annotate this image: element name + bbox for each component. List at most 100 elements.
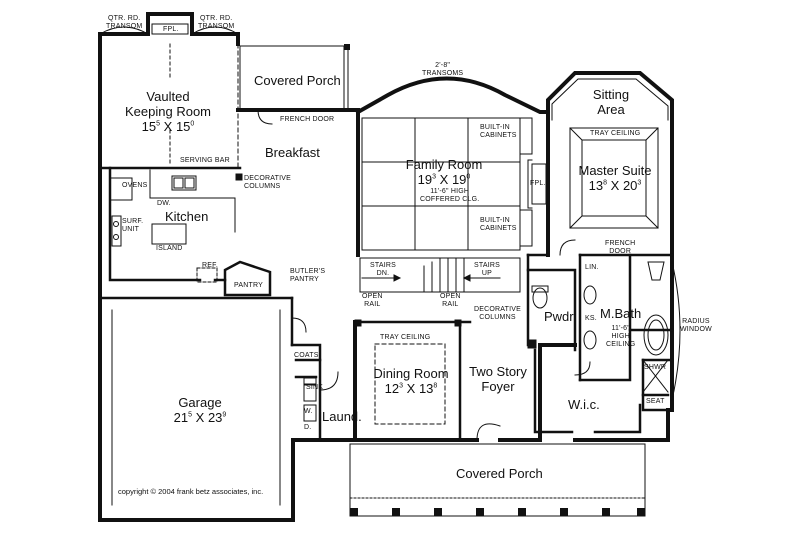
butlers-pantry-note: BUTLER'S PANTRY — [290, 268, 325, 284]
family-room-dimensions: 193 X 190 — [417, 171, 471, 187]
deco-kitchen-line2: COLUMNS — [244, 183, 281, 191]
open-rail-right-line1: OPEN — [440, 293, 461, 300]
surface-unit-note: SURF. UNIT — [122, 218, 143, 234]
stairs-up-note: STAIRS UP — [474, 262, 500, 278]
dining-room-label: Dining Room 123 X 138 — [366, 366, 456, 397]
built-in-top-line1: BUILT-IN — [480, 124, 510, 131]
transoms-line1: 2'-8" — [435, 62, 451, 69]
qtr-right-line2: TRANSOM — [198, 23, 235, 31]
french-door-top-note: FRENCH DOOR — [280, 116, 335, 123]
built-in-cabinets-top-note: BUILT-IN CABINETS — [480, 124, 517, 140]
high-ceiling-line2: HIGH — [611, 333, 630, 341]
radius-window-line2: WINDOW — [680, 326, 712, 334]
tray-ceiling-dining-note: TRAY CEILING — [380, 334, 431, 341]
ks-note: KS. — [585, 315, 597, 322]
foyer-label: Two Story Foyer — [466, 364, 530, 395]
island-note: ISLAND — [156, 245, 183, 252]
powder-label: Pwdr. — [544, 309, 577, 324]
master-bath-label: M.Bath — [600, 306, 642, 321]
built-in-top-line2: CABINETS — [480, 132, 517, 140]
master-suite-dimensions: 138 X 203 — [588, 177, 642, 193]
decorative-columns-foyer-note: DECORATIVE COLUMNS — [474, 306, 521, 322]
covered-porch-top-label: Covered Porch — [254, 73, 341, 88]
breakfast-label: Breakfast — [265, 145, 320, 160]
built-in-bottom-line2: CABINETS — [480, 225, 517, 233]
keeping-room-name-line1: Vaulted — [146, 89, 190, 104]
stairs-dn-line1: STAIRS — [370, 262, 396, 269]
washer-note: W. — [304, 408, 313, 415]
master-suite-name: Master Suite — [578, 163, 652, 178]
fireplace-top-note: FPL. — [163, 26, 179, 33]
high-ceiling-note: 11'-6" HIGH CEILING — [606, 325, 635, 349]
shower-note: SHWR — [644, 364, 667, 371]
garage-name: Garage — [178, 395, 222, 410]
butlers-pantry-line2: PANTRY — [290, 276, 319, 284]
coffered-line1: 11'-6" HIGH — [430, 188, 470, 195]
seat-note: SEAT — [646, 398, 665, 405]
refrigerator-note: REF. — [202, 262, 218, 269]
surf-unit-line2: UNIT — [122, 226, 140, 234]
stairs-dn-line2: DN. — [376, 270, 390, 278]
deco-foyer-line2: COLUMNS — [479, 314, 516, 322]
open-rail-left-line1: OPEN — [362, 293, 383, 300]
stairs-up-line2: UP — [481, 270, 493, 278]
stairs-up-line1: STAIRS — [474, 262, 500, 269]
qtr-left-line2: TRANSOM — [106, 23, 143, 31]
coffered-ceiling-note: 11'-6" HIGH COFFERED CLG. — [420, 188, 479, 204]
master-suite-label: Master Suite 138 X 203 — [570, 163, 660, 194]
decorative-columns-kitchen-note: DECORATIVE COLUMNS — [244, 175, 291, 191]
sitting-area-label: Sitting Area — [586, 87, 636, 118]
radius-window-line1: RADIUS — [682, 318, 710, 325]
transoms-line2: TRANSOMS — [422, 70, 464, 78]
keeping-room-dimensions: 155 X 150 — [141, 118, 195, 134]
deco-kitchen-line1: DECORATIVE — [244, 175, 291, 182]
porch-columns — [344, 44, 645, 516]
high-ceiling-line3: CEILING — [606, 341, 636, 349]
fixtures — [99, 23, 681, 517]
open-rail-right-note: OPEN RAIL — [440, 293, 461, 309]
serving-bar-note: SERVING BAR — [180, 157, 230, 164]
qtr-right-line1: QTR. RD. — [200, 15, 233, 22]
dining-room-dimensions: 123 X 138 — [384, 380, 438, 396]
sink-note: SINK — [306, 384, 324, 391]
covered-porch-bottom-label: Covered Porch — [456, 466, 543, 481]
qtr-left-line1: QTR. RD. — [108, 15, 141, 22]
garage-dimensions: 215 X 239 — [173, 409, 227, 425]
family-room-label: Family Room 193 X 190 — [394, 157, 494, 188]
coffered-line2: COFFERED CLG. — [420, 196, 480, 204]
dryer-note: D. — [304, 424, 312, 431]
french-master-line2: DOOR — [609, 248, 632, 256]
qtr-transom-left-note: QTR. RD. TRANSOM — [106, 15, 142, 31]
french-door-master-note: FRENCH DOOR — [605, 240, 635, 256]
high-ceiling-line1: 11'-6" — [611, 325, 630, 332]
open-rail-right-line2: RAIL — [442, 301, 459, 309]
keeping-room-name-line2: Keeping Room — [125, 103, 211, 119]
kitchen-label: Kitchen — [165, 209, 209, 224]
tray-ceiling-master-note: TRAY CEILING — [590, 130, 641, 137]
open-rail-left-note: OPEN RAIL — [362, 293, 383, 309]
keeping-room-label: Vaulted Keeping Room 155 X 150 — [118, 89, 218, 135]
family-fireplace-note: FPL. — [530, 180, 546, 187]
copyright-text: copyright © 2004 frank betz associates, … — [118, 487, 264, 496]
french-master-line1: FRENCH — [605, 240, 636, 247]
butlers-pantry-line1: BUTLER'S — [290, 268, 326, 275]
stairs-down-note: STAIRS DN. — [370, 262, 396, 278]
sitting-area-line1: Sitting — [592, 87, 630, 102]
dining-room-name: Dining Room — [373, 366, 449, 381]
foyer-line2: Foyer — [481, 378, 515, 394]
transoms-note: 2'-8" TRANSOMS — [422, 62, 463, 78]
laundry-label: Laund. — [322, 409, 362, 424]
linen-note: LIN. — [585, 264, 599, 271]
coats-note: COATS — [294, 352, 319, 359]
dishwasher-note: DW. — [157, 200, 171, 207]
sitting-area-line2: Area — [597, 101, 625, 117]
radius-window-note: RADIUS WINDOW — [680, 318, 712, 334]
family-room-name: Family Room — [405, 157, 483, 172]
built-in-cabinets-bottom-note: BUILT-IN CABINETS — [480, 217, 517, 233]
qtr-transom-right-note: QTR. RD. TRANSOM — [198, 15, 234, 31]
garage-label: Garage 215 X 239 — [150, 395, 250, 426]
ovens-note: OVENS — [122, 182, 148, 189]
deco-foyer-line1: DECORATIVE — [474, 306, 521, 313]
built-in-bottom-line1: BUILT-IN — [480, 217, 510, 224]
